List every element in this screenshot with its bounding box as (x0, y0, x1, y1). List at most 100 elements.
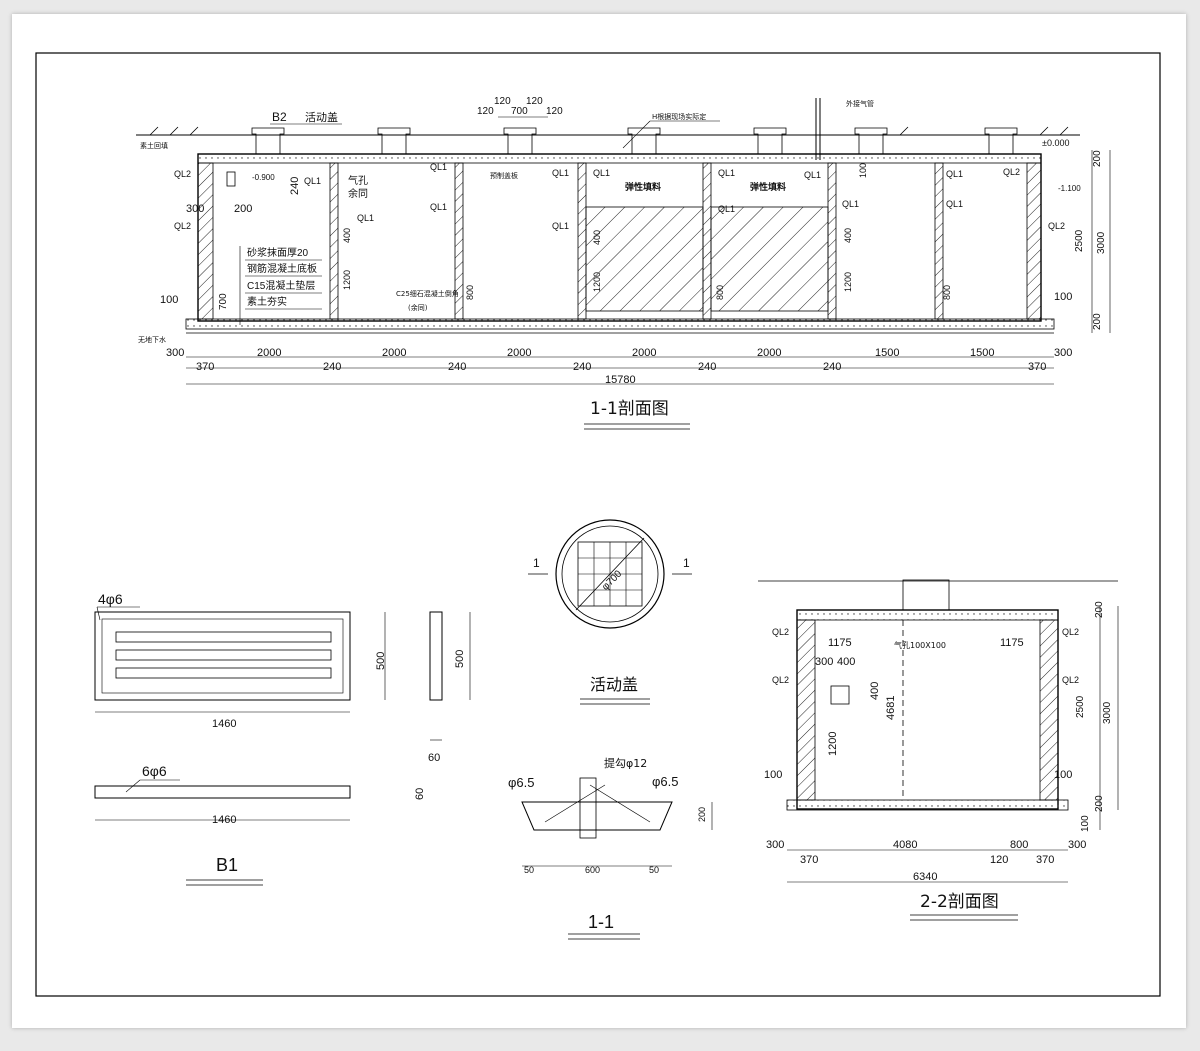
detail-1-1: 提勾φ12 φ6.5 φ6.5 50 600 50 200 1-1 (508, 757, 713, 940)
svg-text:500: 500 (375, 652, 387, 670)
svg-text:气孔100X100: 气孔100X100 (894, 640, 946, 650)
svg-text:2500: 2500 (1075, 695, 1086, 718)
svg-text:4681: 4681 (885, 696, 897, 720)
svg-text:120: 120 (990, 854, 1008, 866)
drawing-frame (35, 52, 1161, 997)
top-dims: 120 120 120 700 120 (477, 96, 563, 118)
svg-text:240: 240 (448, 361, 466, 373)
svg-text:200: 200 (234, 203, 252, 215)
b1-title: B1 (216, 855, 238, 875)
svg-text:60: 60 (414, 788, 426, 800)
movable-cover-label: 活动盖 (305, 110, 338, 124)
svg-text:QL2: QL2 (1048, 221, 1065, 231)
svg-text:φ6.5: φ6.5 (652, 774, 679, 789)
svg-text:100: 100 (858, 163, 868, 178)
svg-text:2000: 2000 (757, 347, 781, 359)
layer-notes: 砂浆抹面厚20 钢筋混凝土底板 C15混凝土垫层 素土夯实 (239, 246, 322, 325)
svg-text:100: 100 (160, 294, 178, 306)
section-1-1: 素土回填 弹性填料 弹性填料 (136, 96, 1111, 430)
svg-text:200: 200 (1092, 313, 1103, 330)
svg-text:QL1: QL1 (552, 168, 569, 178)
svg-text:C15混凝土垫层: C15混凝土垫层 (247, 279, 315, 292)
svg-text:400: 400 (342, 228, 352, 243)
svg-text:400: 400 (869, 682, 881, 700)
cover-outer-circle (555, 519, 665, 629)
packing-label-2: 弹性填料 (750, 181, 786, 193)
svg-text:240: 240 (698, 361, 716, 373)
svg-text:370: 370 (196, 361, 214, 373)
svg-text:15780: 15780 (605, 374, 636, 386)
ql-labels: QL2 QL2 QL1 QL1 QL1 QL1 QL1 QL1 QL1 QL1 … (174, 162, 1065, 231)
svg-text:240: 240 (823, 361, 841, 373)
svg-text:300: 300 (766, 839, 784, 851)
svg-text:QL1: QL1 (304, 176, 321, 186)
svg-text:QL2: QL2 (772, 675, 789, 685)
svg-text:1500: 1500 (875, 347, 899, 359)
svg-text:300: 300 (166, 347, 184, 359)
svg-text:1200: 1200 (592, 272, 602, 292)
svg-text:200: 200 (1094, 601, 1105, 618)
svg-text:240: 240 (289, 177, 301, 195)
rf-cover-label: 预制盖板 (490, 171, 518, 180)
air-hole-label: 气孔 (348, 174, 368, 187)
c25b-label: (余同) (408, 303, 428, 312)
svg-text:370: 370 (1036, 854, 1054, 866)
svg-text:素土夯实: 素土夯实 (247, 295, 287, 308)
svg-text:QL1: QL1 (718, 204, 735, 214)
svg-text:1: 1 (533, 556, 540, 570)
svg-text:1200: 1200 (342, 270, 352, 290)
right-vertical-dims: 200 2500 3000 200 (1074, 150, 1111, 333)
svg-text:240: 240 (573, 361, 591, 373)
svg-text:400: 400 (843, 228, 853, 243)
svg-text:2000: 2000 (257, 347, 281, 359)
cover-section (521, 801, 673, 831)
svg-text:600: 600 (585, 865, 600, 875)
svg-text:QL2: QL2 (1062, 627, 1079, 637)
svg-text:50: 50 (524, 865, 534, 875)
svg-text:QL1: QL1 (552, 221, 569, 231)
drawing-sheet: 素土回填 弹性填料 弹性填料 (12, 14, 1186, 1028)
svg-text:3000: 3000 (1096, 231, 1107, 254)
elev-neg09: -0.900 (252, 173, 275, 182)
svg-text:800: 800 (715, 285, 725, 300)
svg-text:500: 500 (454, 650, 466, 668)
b1-rebar-bottom: 6φ6 (142, 763, 167, 779)
svg-text:370: 370 (1028, 361, 1046, 373)
svg-text:QL1: QL1 (804, 170, 821, 180)
svg-text:φ6.5: φ6.5 (508, 775, 535, 790)
svg-text:QL2: QL2 (1062, 675, 1079, 685)
svg-text:钢筋混凝土底板: 钢筋混凝土底板 (247, 262, 317, 275)
b2-label: B2 (272, 110, 287, 124)
svg-text:1460: 1460 (212, 718, 236, 730)
svg-text:3000: 3000 (1102, 701, 1113, 724)
svg-text:1500: 1500 (970, 347, 994, 359)
same-label: 余同 (348, 187, 368, 200)
svg-text:400: 400 (592, 230, 602, 245)
svg-text:120: 120 (546, 106, 563, 117)
svg-text:1200: 1200 (827, 732, 839, 756)
svg-text:6340: 6340 (913, 871, 937, 883)
groundwater-label: 无地下水 (138, 335, 166, 344)
svg-text:200: 200 (697, 807, 707, 822)
b1-side (429, 611, 443, 701)
backfill-label: 素土回填 (140, 141, 168, 150)
svg-text:QL2: QL2 (174, 221, 191, 231)
movable-cover-detail: φ700 1 1 活动盖 (528, 519, 692, 705)
svg-text:QL1: QL1 (946, 169, 963, 179)
b1-detail: 4φ6 1460 1460 500 500 60 6φ6 60 B1 (94, 591, 471, 886)
svg-text:QL1: QL1 (593, 168, 610, 178)
svg-text:2500: 2500 (1074, 229, 1085, 252)
svg-text:QL1: QL1 (718, 168, 735, 178)
svg-text:240: 240 (323, 361, 341, 373)
svg-text:QL1: QL1 (430, 162, 447, 172)
b1-plan (94, 611, 351, 701)
svg-text:2000: 2000 (382, 347, 406, 359)
b1-elevation (94, 785, 351, 799)
elev-neg1: -1.100 (1058, 184, 1081, 193)
svg-text:砂浆抹面厚20: 砂浆抹面厚20 (247, 246, 309, 259)
svg-text:120: 120 (494, 96, 511, 107)
svg-text:1460: 1460 (212, 814, 236, 826)
packing-zone-1 (585, 206, 704, 312)
svg-text:1: 1 (683, 556, 690, 570)
svg-text:300: 300 (1054, 347, 1072, 359)
